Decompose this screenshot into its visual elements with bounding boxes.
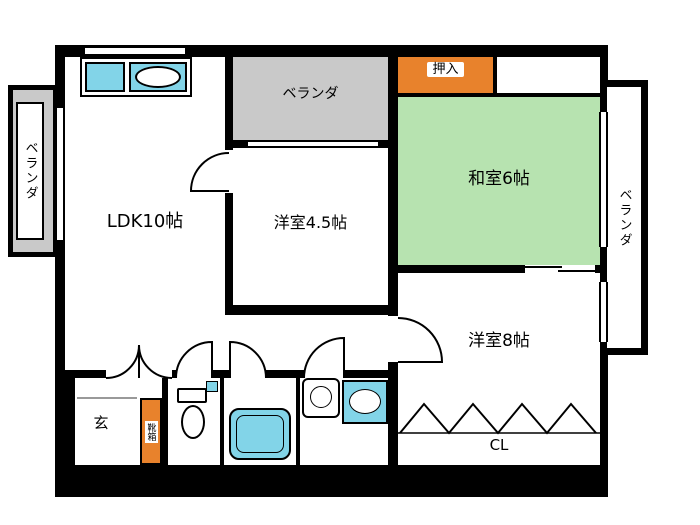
room-label-japanese-6: 和室6帖 xyxy=(468,169,530,189)
balcony-top xyxy=(233,57,388,140)
washing-machine-drum xyxy=(310,386,332,408)
washing-machine-icon xyxy=(302,378,340,418)
room-ldk xyxy=(65,57,225,370)
bathtub-inner xyxy=(236,415,284,453)
kitchen-stove-icon xyxy=(85,62,125,92)
closet-cl-label: CL xyxy=(489,436,509,454)
shoebox-label: 靴箱 xyxy=(144,420,158,443)
toilet-tank xyxy=(177,388,207,403)
toilet-icon xyxy=(181,405,205,439)
closet-oshiire-label: 押入 xyxy=(427,62,464,77)
room-label-western-4-5: 洋室4.5帖 xyxy=(273,213,348,232)
alcove-strip xyxy=(497,57,600,93)
kitchen-sink-basin xyxy=(135,66,181,88)
window-icon xyxy=(55,108,65,240)
door-gap-washroom xyxy=(304,370,344,378)
toilet-corner-sink-icon xyxy=(206,381,218,392)
room-label-western-8: 洋室8帖 xyxy=(468,331,530,351)
room-japanese-6 xyxy=(398,97,600,265)
washbasin-bowl xyxy=(349,389,381,414)
room-western-4-5 xyxy=(233,148,388,305)
entrance-label: 玄 xyxy=(93,414,109,432)
closet-cl xyxy=(398,401,600,465)
hallway xyxy=(225,315,388,370)
balcony-left-card: ベランダ xyxy=(16,102,44,240)
door-gap-ldk-western45 xyxy=(225,150,233,193)
shoebox: 靴箱 xyxy=(140,398,162,465)
window-icon xyxy=(248,140,378,148)
window-icon xyxy=(599,282,608,342)
sliding-door-gap xyxy=(525,265,595,273)
door-gap-bath xyxy=(230,370,266,378)
balcony-top-label: ベランダ xyxy=(282,86,339,102)
veranda-right-label: ベランダ xyxy=(616,187,632,248)
window-icon xyxy=(599,112,608,247)
room-label-ldk: LDK10帖 xyxy=(106,211,184,232)
door-gap-toilet xyxy=(176,370,212,378)
window-icon xyxy=(85,46,185,56)
door-gap-entrance xyxy=(106,370,172,378)
door-gap-western8 xyxy=(388,316,398,362)
closet-oshiire-label-wrap: 押入 xyxy=(398,62,493,77)
balcony-left-label: ベランダ xyxy=(22,141,38,201)
